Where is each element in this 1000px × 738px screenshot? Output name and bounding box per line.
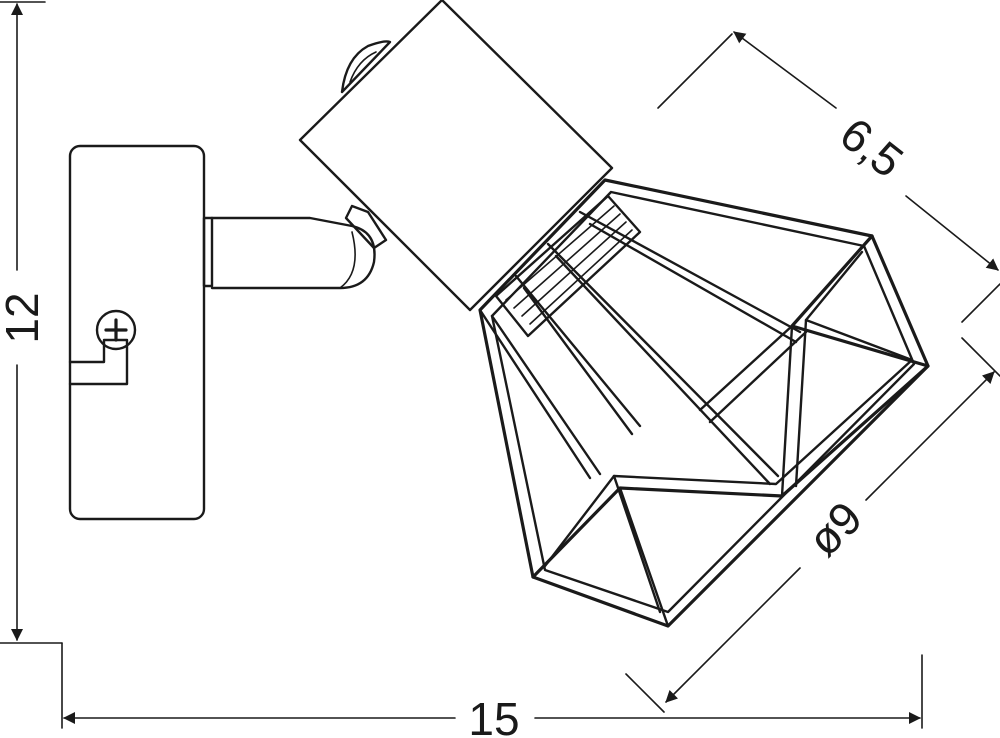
head-knob-icon — [340, 40, 392, 94]
width-label: 15 — [468, 693, 519, 738]
socket-body — [494, 194, 642, 338]
shade-rib-top — [578, 210, 802, 344]
width-dimension: 15 — [61, 642, 923, 738]
lamp-head — [298, 0, 614, 312]
mounting-screw-icon — [95, 309, 137, 351]
height-dimension: 12 — [0, 1, 63, 644]
wall-plate — [68, 144, 206, 521]
diameter-arrow-lower — [665, 567, 801, 703]
wire-shade — [478, 178, 930, 628]
shade-vertical-strut — [780, 318, 808, 498]
head-length-label: 6,5 — [831, 107, 913, 187]
bulb-socket — [494, 194, 642, 338]
screw-cross-icon — [104, 318, 128, 342]
arm-tube — [210, 216, 376, 290]
height-label: 12 — [0, 292, 48, 343]
head-extension-left — [657, 33, 733, 109]
wall-plate-body — [68, 144, 206, 521]
shade-rib-center — [546, 242, 780, 486]
shade-rib-left — [478, 308, 602, 480]
arm-joint — [344, 204, 388, 250]
diameter-extension-top — [961, 337, 1000, 377]
shade-cross-strut — [698, 324, 808, 424]
diameter-arrow-upper — [865, 371, 995, 501]
shade-diameter-dimension: ø9 — [625, 337, 1000, 713]
shade-bottom-strut — [612, 474, 670, 628]
arm-collar — [202, 216, 214, 288]
head-knob-detail — [349, 51, 377, 83]
head-arrow-lower — [905, 195, 999, 271]
head-extension-right — [961, 283, 1000, 323]
head-length-dimension: 6,5 — [657, 31, 1000, 323]
shade-rib-inner — [514, 274, 642, 436]
shade-diameter-label: ø9 — [797, 491, 872, 566]
socket-rings — [505, 205, 633, 325]
wall-plate-notch — [68, 338, 129, 386]
support-arm — [202, 204, 388, 290]
lamp-head-body — [298, 0, 614, 312]
shade-zigzag-outer — [531, 234, 930, 579]
shade-zigzag-inner — [543, 250, 914, 568]
head-arrow-upper — [733, 31, 837, 109]
diameter-extension-bottom — [625, 673, 665, 713]
arm-bend-line — [339, 231, 356, 289]
